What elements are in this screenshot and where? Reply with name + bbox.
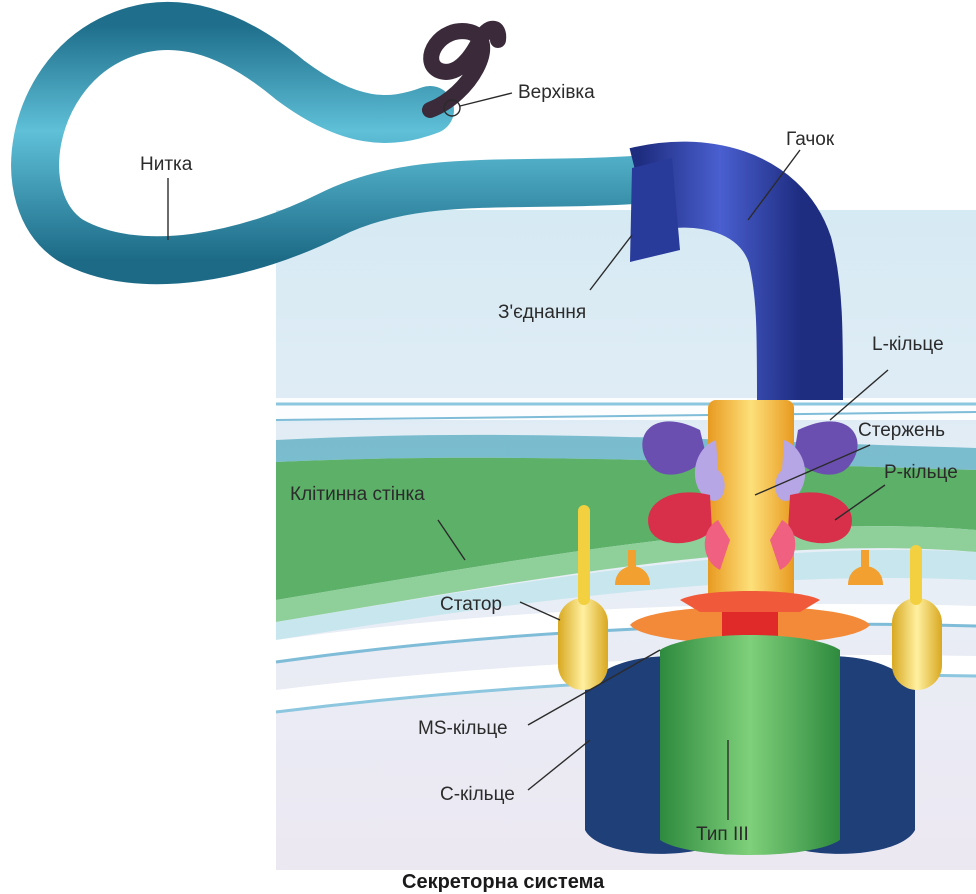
filament-tip-segment bbox=[430, 29, 498, 110]
filament-label: Нитка bbox=[140, 154, 193, 175]
c-ring-label: C-кільце bbox=[440, 784, 515, 805]
stator-label: Статор bbox=[440, 594, 502, 615]
ms-ring-label: MS-кільце bbox=[418, 718, 508, 739]
hook-label: Гачок bbox=[786, 129, 835, 150]
tip-label: Верхівка bbox=[518, 82, 595, 103]
p-ring-label: P-кільце bbox=[884, 462, 958, 483]
type-three-apparatus bbox=[660, 635, 840, 855]
rod-label: Стержень bbox=[858, 420, 945, 441]
junction bbox=[630, 158, 680, 262]
l-ring-label: L-кільце bbox=[872, 334, 944, 355]
cell-wall-label: Клітинна стінка bbox=[290, 484, 425, 505]
junction-label: З'єднання bbox=[498, 302, 586, 323]
type-three-label: Тип III bbox=[696, 824, 749, 845]
diagram-caption: Секреторна система bbox=[402, 871, 605, 893]
